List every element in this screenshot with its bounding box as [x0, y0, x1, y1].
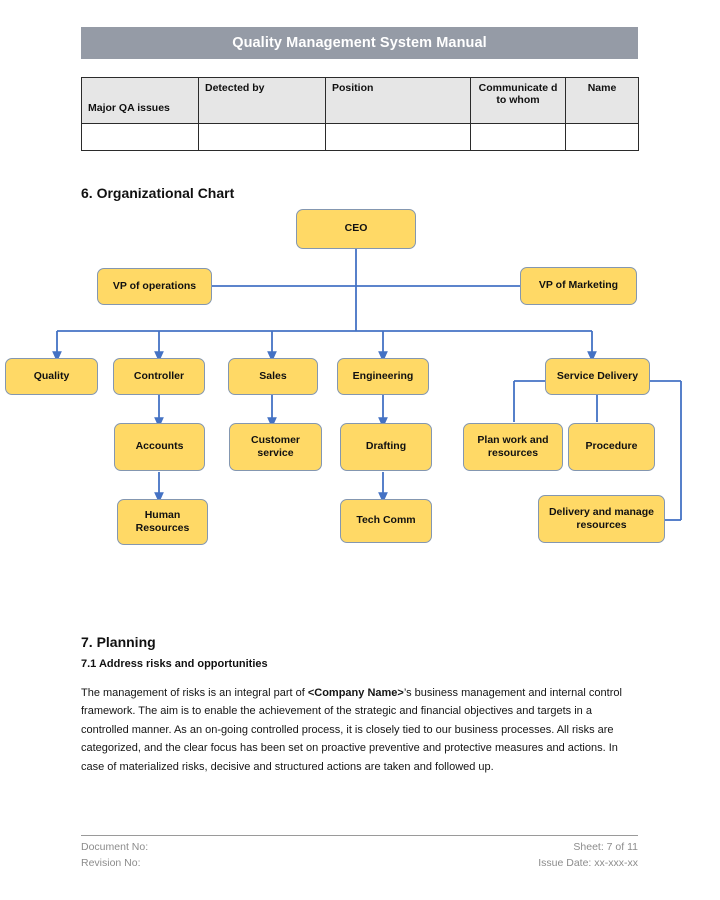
- org-node-ceo[interactable]: CEO: [296, 209, 416, 249]
- document-title: Quality Management System Manual: [232, 35, 487, 51]
- cell-position[interactable]: [325, 123, 471, 151]
- company-name-placeholder: <Company Name>: [307, 687, 404, 699]
- page-footer: Document No: Revision No: Sheet: 7 of 11…: [81, 840, 638, 872]
- cell-detected-by[interactable]: [198, 123, 326, 151]
- footer-divider: [81, 835, 638, 836]
- org-node-controller[interactable]: Controller: [113, 358, 205, 395]
- org-chart-connectors: [52, 249, 682, 521]
- org-node-quality[interactable]: Quality: [5, 358, 98, 395]
- column-header-communicated-to-whom: Communicate d to whom: [470, 77, 566, 124]
- subsection-heading-address-risks: 7.1 Address risks and opportunities: [81, 658, 268, 670]
- section-heading-organizational-chart: 6. Organizational Chart: [81, 185, 235, 201]
- column-header-detected-by: Detected by: [198, 77, 326, 124]
- footer-left-column: Document No: Revision No:: [81, 840, 148, 872]
- org-node-tech-comm[interactable]: Tech Comm: [340, 499, 432, 543]
- org-node-sales[interactable]: Sales: [228, 358, 318, 395]
- table-row: [81, 123, 639, 151]
- org-node-vp-operations[interactable]: VP of operations: [97, 268, 212, 305]
- org-node-accounts[interactable]: Accounts: [114, 423, 205, 471]
- table-header-row: Major QA issues Detected by Position Com…: [81, 77, 639, 124]
- footer-sheet-number: Sheet: 7 of 11: [573, 841, 638, 853]
- document-header-banner: Quality Management System Manual: [81, 27, 638, 59]
- org-node-vp-marketing[interactable]: VP of Marketing: [520, 267, 637, 305]
- paragraph-part-1: The management of risks is an integral p…: [81, 687, 308, 699]
- org-node-service-delivery[interactable]: Service Delivery: [545, 358, 650, 395]
- footer-issue-date: Issue Date: xx-xxx-xx: [538, 856, 638, 869]
- cell-major-qa-issues[interactable]: [81, 123, 199, 151]
- column-header-position: Position: [325, 77, 471, 124]
- major-qa-issues-table: Major QA issues Detected by Position Com…: [81, 77, 639, 151]
- org-node-drafting[interactable]: Drafting: [340, 423, 432, 471]
- footer-right-column: Sheet: 7 of 11 Issue Date: xx-xxx-xx: [538, 840, 638, 872]
- organizational-chart: CEO VP of operations VP of Marketing Qua…: [0, 195, 720, 575]
- paragraph-part-2: ’s business management and internal cont…: [81, 687, 622, 773]
- footer-document-no: Document No:: [81, 841, 149, 853]
- cell-name[interactable]: [565, 123, 639, 151]
- org-node-customer-service[interactable]: Customer service: [229, 423, 322, 471]
- column-header-name: Name: [565, 77, 639, 124]
- column-header-major-qa-issues: Major QA issues: [81, 77, 199, 124]
- footer-revision-no: Revision No:: [81, 856, 141, 869]
- org-node-plan-work-and-resources[interactable]: Plan work and resources: [463, 423, 563, 471]
- org-node-engineering[interactable]: Engineering: [337, 358, 429, 395]
- section-heading-planning: 7. Planning: [81, 634, 156, 650]
- org-node-delivery-and-manage-resources[interactable]: Delivery and manage resources: [538, 495, 665, 543]
- cell-communicated-to-whom[interactable]: [470, 123, 566, 151]
- org-node-procedure[interactable]: Procedure: [568, 423, 655, 471]
- org-node-human-resources[interactable]: Human Resources: [117, 499, 208, 545]
- planning-body-paragraph: The management of risks is an integral p…: [81, 684, 633, 776]
